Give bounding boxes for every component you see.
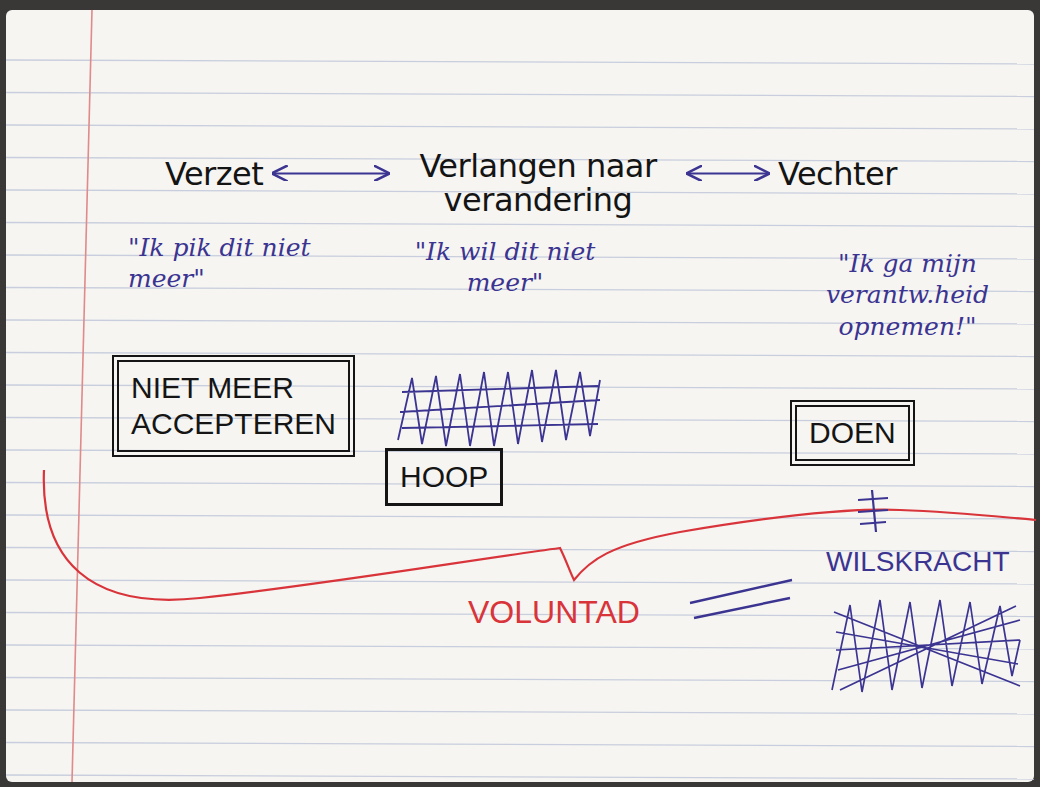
- ruled-line: [6, 483, 1034, 487]
- heading-word: Vechter: [778, 158, 897, 192]
- double-arrow: [688, 172, 768, 174]
- node-text: DOEN: [809, 415, 896, 451]
- ruled-line: [6, 678, 1034, 682]
- double-box: DOEN: [790, 400, 915, 466]
- ruled-line: [6, 775, 1034, 779]
- node-text: Verzet: [165, 158, 263, 192]
- ruled-lines: [6, 60, 1034, 779]
- word-label: VOLUNTAD: [468, 592, 668, 632]
- quote-text: "Ik pik dit niet meer": [128, 232, 318, 295]
- node-text: NIET MEER ACCEPTEREN: [131, 370, 336, 442]
- ruled-line: [6, 743, 1034, 747]
- double-arrow: [273, 172, 388, 174]
- paper-sheet: [6, 10, 1034, 782]
- word-label: WILSKRACHT: [826, 544, 1026, 579]
- process-box: HOOP: [385, 448, 503, 506]
- ruled-line: [6, 125, 1034, 129]
- heading-word: Verlangen naar verandering: [398, 150, 678, 217]
- ruled-line: [6, 60, 1034, 64]
- node-text: Verlangen naar verandering: [398, 150, 678, 217]
- node-text: Vechter: [778, 158, 897, 192]
- equal-sign: [690, 580, 792, 618]
- ruled-line: [6, 580, 1034, 584]
- quote-text: "Ik wil dit niet meer": [395, 236, 615, 299]
- not-equal-sign: [858, 490, 888, 532]
- ruled-line: [6, 93, 1034, 97]
- ruled-line: [6, 515, 1034, 519]
- scribble: [832, 600, 1020, 692]
- margin-line: [72, 10, 92, 782]
- quote-text: "Ik ga mijn verantw.heid opnemen!": [800, 248, 1015, 342]
- heading-word: Verzet: [165, 158, 263, 192]
- red-curve: [44, 470, 1036, 600]
- double-box: NIET MEER ACCEPTEREN: [112, 355, 355, 457]
- node-text: HOOP: [400, 459, 488, 495]
- scribble: [398, 370, 600, 446]
- ruled-line: [6, 223, 1034, 227]
- ruled-line: [6, 710, 1034, 714]
